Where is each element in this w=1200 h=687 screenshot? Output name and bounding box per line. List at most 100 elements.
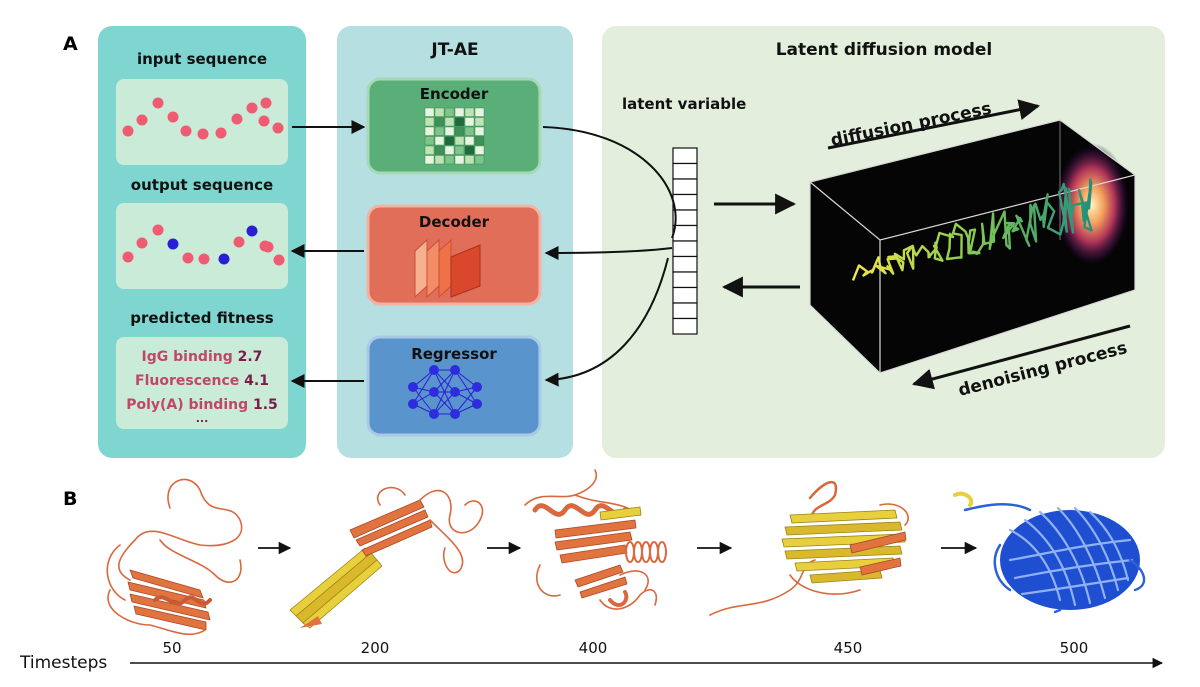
sequence-residue-dot bbox=[246, 102, 258, 114]
panel-b-label: B bbox=[63, 488, 77, 510]
encoder-matrix-cell bbox=[474, 117, 485, 127]
output-sequence-title: output sequence bbox=[131, 176, 273, 194]
decoder-block: Decoder bbox=[366, 204, 542, 306]
output-sequence-box bbox=[116, 203, 288, 289]
encoder-matrix-cell bbox=[444, 126, 455, 136]
encoder-matrix-cell bbox=[424, 155, 435, 165]
encoder-to-latent-curve bbox=[542, 126, 677, 239]
neural-network-edge bbox=[412, 369, 435, 405]
latent-vector-cell bbox=[672, 178, 698, 196]
encoder-matrix-cell bbox=[474, 155, 485, 165]
latent-trajectory bbox=[851, 178, 1093, 281]
encoder-matrix-cell bbox=[434, 126, 445, 136]
sequence-residue-dot bbox=[262, 241, 274, 253]
encoder-matrix-cell bbox=[424, 126, 435, 136]
neural-network-node bbox=[450, 387, 460, 397]
protein-structure-step-400 bbox=[524, 469, 667, 610]
encoder-matrix-cell bbox=[434, 145, 445, 155]
encoder-matrix-cell bbox=[424, 145, 435, 155]
fitness-row: Poly(A) binding 1.5 bbox=[126, 397, 278, 413]
fitness-row: IgG binding 2.7 bbox=[142, 349, 263, 365]
latent-vector bbox=[672, 147, 698, 335]
encoder-matrix-cell bbox=[444, 117, 455, 127]
encoder-matrix-cell bbox=[444, 145, 455, 155]
neural-network-edge bbox=[454, 386, 478, 415]
input-sequence-title: input sequence bbox=[137, 50, 267, 68]
timestep-label: 200 bbox=[361, 639, 390, 657]
encoder-matrix-cell bbox=[444, 136, 455, 146]
panel-a-label: A bbox=[63, 33, 78, 55]
latent-vector-cell bbox=[672, 162, 698, 180]
encoder-matrix-cell bbox=[474, 126, 485, 136]
latent-vector-cell bbox=[672, 240, 698, 258]
fitness-name: Poly(A) binding bbox=[126, 397, 248, 413]
neural-network-node bbox=[450, 409, 460, 419]
encoder-matrix-cell bbox=[474, 107, 485, 117]
neural-network-edge bbox=[454, 369, 478, 405]
encoder-matrix-cell bbox=[424, 136, 435, 146]
fitness-value: 2.7 bbox=[238, 349, 263, 365]
sequence-residue-dot bbox=[136, 114, 148, 126]
sequence-residue-dot bbox=[260, 97, 272, 109]
encoder-matrix-cell bbox=[474, 145, 485, 155]
neural-network-node bbox=[408, 382, 418, 392]
encoder-matrix-cell bbox=[464, 117, 475, 127]
latent-to-regressor-arrow bbox=[544, 257, 669, 387]
encoder-matrix-cell bbox=[454, 136, 465, 146]
latent-vector-cell bbox=[672, 302, 698, 320]
neural-network-edge bbox=[433, 369, 456, 393]
neural-network-icon bbox=[408, 365, 482, 419]
timestep-label: 450 bbox=[834, 639, 863, 657]
latent-vector-cell bbox=[672, 317, 698, 335]
sequence-residue-dot bbox=[272, 122, 284, 134]
predicted-fitness-title: predicted fitness bbox=[130, 309, 273, 327]
encoder-matrix-cell bbox=[464, 136, 475, 146]
jtae-title: JT-AE bbox=[430, 40, 478, 60]
sequence-residue-dot bbox=[167, 238, 179, 250]
encoder-matrix-cell bbox=[444, 155, 455, 165]
fitness-value: 1.5 bbox=[253, 397, 278, 413]
encoder-matrix-cell bbox=[434, 136, 445, 146]
encoder-matrix-cell bbox=[464, 155, 475, 165]
encoder-matrix-cell bbox=[454, 117, 465, 127]
latent-vector-cell bbox=[672, 224, 698, 242]
sequence-residue-dot bbox=[180, 125, 192, 137]
encoder-matrix-cell bbox=[464, 126, 475, 136]
sequence-residue-dot bbox=[182, 252, 194, 264]
neural-network-edge bbox=[412, 386, 435, 415]
regressor-label: Regressor bbox=[411, 345, 497, 363]
neural-network-node bbox=[408, 399, 418, 409]
sequence-residue-dot bbox=[273, 254, 285, 266]
decoder-layers-icon bbox=[414, 238, 481, 299]
fitness-name: IgG binding bbox=[142, 349, 233, 365]
noise-distribution-glow bbox=[1054, 143, 1130, 267]
encoder-matrix-cell bbox=[474, 136, 485, 146]
sequence-residue-dot bbox=[258, 115, 270, 127]
latent-vector-cell bbox=[672, 271, 698, 289]
neural-network-node bbox=[472, 399, 482, 409]
diffusion-process-arrow bbox=[827, 99, 1041, 150]
fitness-value: 4.1 bbox=[244, 373, 269, 389]
input-sequence-dots bbox=[122, 97, 284, 140]
encoder-matrix-cell bbox=[424, 107, 435, 117]
jtae-panel: JT-AE Encoder Decoder Regressor bbox=[337, 26, 573, 458]
sequence-residue-dot bbox=[167, 111, 179, 123]
encoder-matrix-cell bbox=[434, 107, 445, 117]
fitness-ellipsis: ... bbox=[196, 412, 209, 425]
timestep-label: 50 bbox=[162, 639, 181, 657]
neural-network-node bbox=[450, 365, 460, 375]
sequence-residue-dot bbox=[231, 113, 243, 125]
sequence-residue-dot bbox=[122, 251, 134, 263]
neural-network-edge bbox=[433, 369, 456, 415]
encoder-matrix-cell bbox=[444, 107, 455, 117]
sequence-residue-dot bbox=[218, 253, 230, 265]
sequence-residue-dot bbox=[233, 236, 245, 248]
decoder-label: Decoder bbox=[419, 213, 490, 231]
sequence-residue-dot bbox=[152, 224, 164, 236]
sequence-residue-dot bbox=[246, 225, 258, 237]
encoder-matrix-cell bbox=[434, 155, 445, 165]
sequence-residue-dot bbox=[136, 237, 148, 249]
neural-network-edge bbox=[433, 391, 456, 415]
latent-to-decoder-arrow bbox=[544, 245, 673, 260]
